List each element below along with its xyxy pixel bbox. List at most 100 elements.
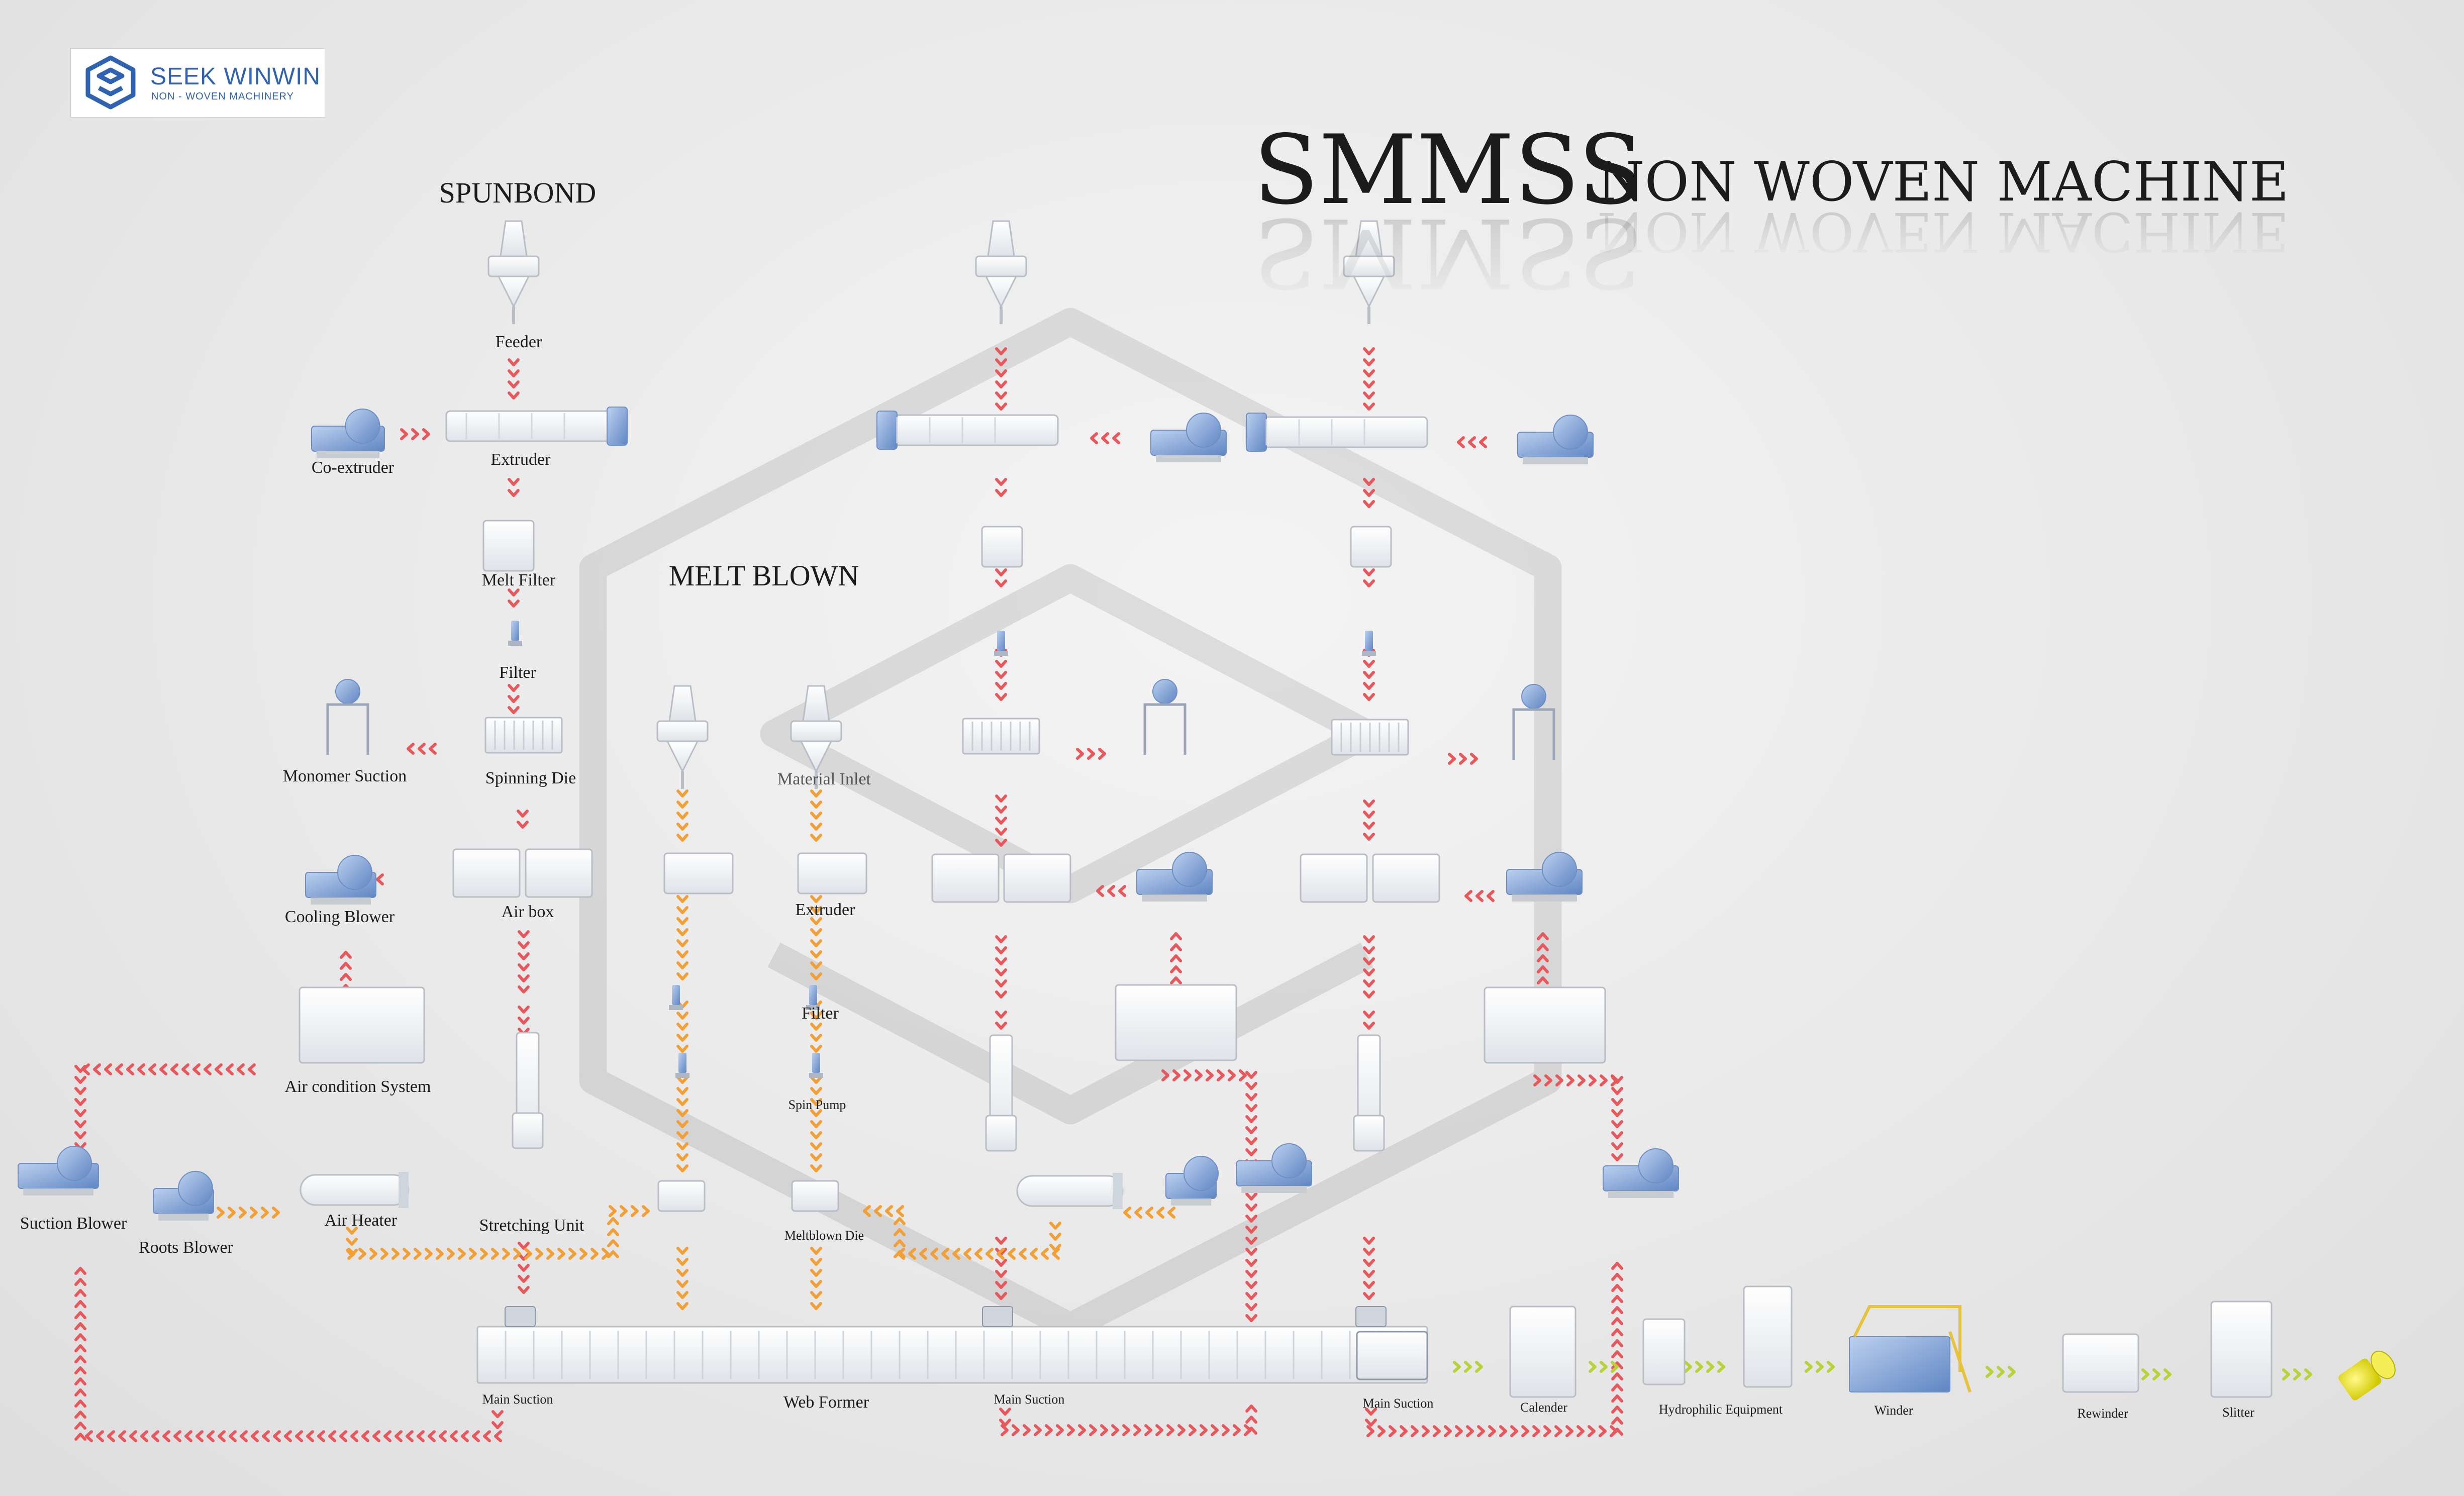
logo-brand-text: SEEK WINWIN [150, 63, 321, 90]
label-suction-blower: Suction Blower [20, 1214, 127, 1233]
mb2-extruder-machine [797, 852, 867, 894]
sb2-spinning-die-machine [962, 718, 1040, 755]
mb2-die-machine [791, 1180, 839, 1212]
flow-roots-to-heater [217, 1207, 280, 1219]
flow-mb1-filter-to-pump [676, 1001, 688, 1053]
sb3-melt-filter-machine [1350, 526, 1392, 568]
sb3-extruder-machine [1245, 413, 1428, 452]
sb3-airbox-right [1372, 853, 1440, 903]
sb2-airbox-left [931, 853, 1000, 903]
flow-meltfilter-to-filter [508, 588, 520, 608]
sb1-air-condition-unit [299, 986, 425, 1064]
label-co-extruder: Co-extruder [311, 458, 395, 477]
flow-calender-to-hydrophilic [1589, 1361, 1619, 1373]
flow-sb2-blower [1096, 885, 1126, 897]
flow-mb2-pump-to-die [810, 1076, 822, 1172]
company-logo: SEEK WINWIN NON - WOVEN MACHINERY [70, 48, 325, 118]
flow-mb1-pump-to-die [676, 1076, 688, 1172]
calender-machine [1509, 1306, 1576, 1398]
flow-sb3-coextruder [1457, 436, 1487, 448]
mb1-filter-part [669, 985, 683, 1010]
label-rewinder: Rewinder [2077, 1406, 2128, 1421]
sb3-airbox-left [1300, 853, 1368, 903]
flow-sb3-to-former [1363, 1237, 1375, 1300]
sb3-monomer-suction [1512, 684, 1555, 760]
flow-mb2-die-to-former [810, 1247, 822, 1310]
flow-sb3-monomer [1448, 753, 1478, 765]
mb1-die-machine [657, 1180, 706, 1212]
sb1-cooling-blower [305, 855, 376, 905]
sb2-monomer-suction [1143, 679, 1187, 755]
flow-sb3-feeder [1363, 347, 1375, 411]
sb1-extruder-machine [445, 407, 628, 446]
flow-sb2-extruder-down [995, 478, 1007, 497]
label-material-inlet: Material Inlet [777, 770, 871, 788]
label-hydrophilic-equipment: Hydrophilic Equipment [1658, 1402, 1783, 1417]
flow-sb2-meltfilter [995, 568, 1007, 587]
label-air-heater: Air Heater [324, 1211, 398, 1230]
flow-stretch-in [518, 1006, 530, 1036]
flow-sb2-coextruder [1090, 432, 1120, 444]
flow-stretch-to-former [518, 1242, 530, 1294]
flow-slitter-to-roll [2282, 1368, 2312, 1380]
background-watermark [579, 308, 1562, 1341]
mb1-spin-pump [675, 1053, 689, 1078]
sb2-stretching-unit [985, 1034, 1017, 1152]
sb1-airbox-right [525, 848, 593, 898]
label-extruder: Extruder [490, 450, 551, 469]
flow-mb1-extruder-to-filter [676, 895, 688, 980]
sb3-coextruder-machine [1517, 415, 1594, 464]
sb1-spinning-die-machine [484, 717, 563, 754]
label-filter: Filter [499, 663, 536, 682]
label-meltblown-extruder: Extruder [795, 901, 855, 919]
web-former-machine [476, 1306, 1428, 1384]
sb2-air-condition-unit [1115, 984, 1237, 1061]
flow-aircond-to-suction [74, 1063, 256, 1150]
roots-blower-machine [153, 1171, 214, 1221]
flow-sb3-aircond [1537, 932, 1549, 984]
sb2-extruder-machine [876, 411, 1059, 450]
flow-former-to-calender [1453, 1361, 1483, 1373]
label-air-box: Air box [501, 903, 554, 921]
flow-sb2-airbox [995, 794, 1007, 847]
sb1-monomer-suction [326, 679, 369, 755]
mb2-spin-pump [809, 1053, 823, 1078]
air-heater-machine [300, 1172, 410, 1208]
sb2-feeder-machine [975, 220, 1027, 324]
flow-mb1-die-to-former [676, 1247, 688, 1310]
label-spinning-die: Spinning Die [485, 769, 576, 787]
flow-spindie-to-airbox [517, 810, 529, 829]
sb2-coextruder-machine [1150, 413, 1227, 462]
flow-sb3-airbox [1363, 800, 1375, 841]
flow-filter-to-spindie [508, 684, 520, 714]
rewinder-machine [2062, 1333, 2139, 1393]
dryer-tower-machine [1743, 1285, 1793, 1388]
flow-sb2-stretch-in [995, 1011, 1007, 1030]
flow-mainsuction2-return [999, 1405, 1257, 1436]
sb1-coextruder-machine [311, 409, 385, 458]
flow-feeder-to-extruder [508, 358, 520, 400]
label-web-former: Web Former [783, 1393, 869, 1412]
label-slitter: Slitter [2222, 1405, 2254, 1420]
sb3-filter-part [1362, 631, 1376, 656]
flow-roots2-to-heater2 [1123, 1207, 1175, 1219]
flow-sb3-filter [1363, 649, 1375, 701]
cube-logo-icon [85, 55, 136, 110]
sb2-cooling-blower [1136, 852, 1213, 902]
label-calender: Calender [1520, 1400, 1567, 1415]
flow-sb2-to-stretch [995, 935, 1007, 999]
label-meltblown-die: Meltblown Die [784, 1228, 864, 1243]
flow-sb3-meltfilter [1363, 568, 1375, 587]
label-cooling-blower: Cooling Blower [284, 908, 395, 926]
sb3-spinning-die-machine [1331, 719, 1409, 756]
sb2-suction-blower [1236, 1143, 1312, 1193]
flow-airbox-to-stretch [518, 930, 530, 993]
sb1-feeder-machine [487, 220, 540, 324]
winder-machine [1849, 1305, 1972, 1392]
flow-blower-to-airbox [354, 873, 384, 885]
sb1-melt-filter-machine [482, 520, 535, 572]
flow-sb3-stretch-in [1363, 1011, 1375, 1030]
flow-hydrophilic-to-dryer [1684, 1361, 1725, 1373]
sb2-airbox-right [1003, 853, 1071, 903]
page-title-sub-reflection: NON WOVEN MACHINE [1597, 200, 2289, 263]
